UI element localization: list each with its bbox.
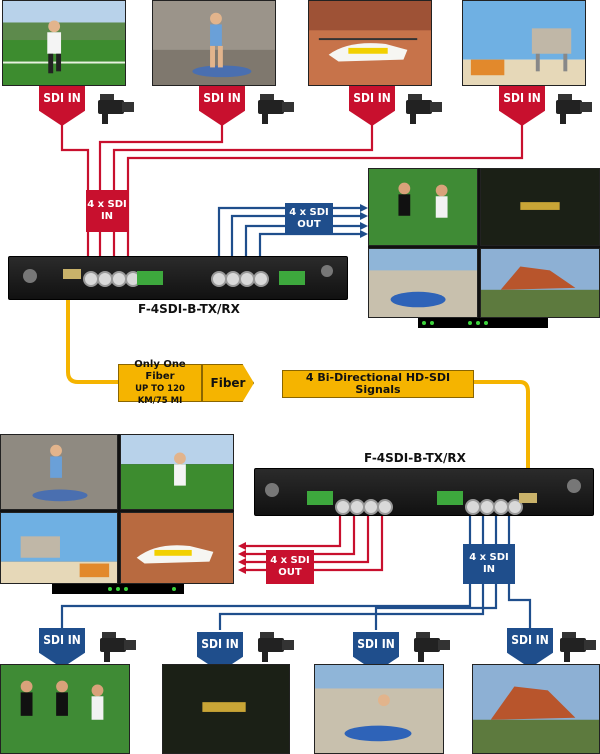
video-camera-icon xyxy=(100,632,136,662)
video-camera-icon xyxy=(414,632,450,662)
bundle-line: 4 x SDI xyxy=(270,555,310,566)
photo-soccer-boy xyxy=(2,0,126,86)
bnc-inputs xyxy=(83,267,149,287)
bottom-sdi-in-bundle: 4 x SDI IN xyxy=(463,544,515,584)
monitor-night-house xyxy=(480,168,600,246)
fiber-note-line1: Only One Fiber xyxy=(134,359,186,382)
fiber-label: Fiber xyxy=(202,364,254,402)
bundle-line: 4 x SDI xyxy=(469,552,509,563)
device-bottom-label: F-4SDI-B-TX/RX xyxy=(364,451,466,465)
monitor-bottom-bezel xyxy=(52,584,184,594)
led-icon xyxy=(430,321,434,325)
monitor-red-rocks xyxy=(480,248,600,318)
led-icon xyxy=(124,587,128,591)
led-icon xyxy=(172,587,176,591)
bundle-line: 4 x SDI xyxy=(289,207,329,218)
monitor-bodyboard xyxy=(368,248,478,318)
monitor-top-bezel xyxy=(418,318,548,328)
ground-screw-icon xyxy=(567,479,581,493)
bundle-line: OUT xyxy=(278,567,302,578)
monitor-soccer-boy xyxy=(120,434,234,510)
ground-screw-icon xyxy=(23,269,37,283)
photo-lifeguard-tower xyxy=(462,0,586,86)
photo-helicopter xyxy=(308,0,432,86)
led-icon xyxy=(116,587,120,591)
video-camera-icon xyxy=(556,94,592,124)
video-camera-icon xyxy=(406,94,442,124)
device-top-label: F-4SDI-B-TX/RX xyxy=(138,302,240,316)
terminal-block-icon xyxy=(437,491,463,505)
monitor-helicopter xyxy=(120,512,234,584)
fiber-port-icon xyxy=(63,269,81,279)
monitor-soccer xyxy=(368,168,478,246)
led-icon xyxy=(468,321,472,325)
ground-screw-icon xyxy=(265,483,279,497)
bundle-line: 4 x SDI xyxy=(87,199,127,210)
terminal-block-icon xyxy=(307,491,333,505)
led-icon xyxy=(422,321,426,325)
bottom-sdi-out-bundle: 4 x SDI OUT xyxy=(266,550,314,584)
video-camera-icon xyxy=(258,94,294,124)
top-sdi-in-bundle: 4 x SDI IN xyxy=(86,190,128,232)
terminal-block-icon xyxy=(279,271,305,285)
led-icon xyxy=(476,321,480,325)
bnc-inputs xyxy=(465,499,531,519)
bundle-line: IN xyxy=(482,564,496,575)
photo-soccer-kids xyxy=(0,664,130,754)
photo-red-rocks xyxy=(472,664,600,754)
ground-screw-icon xyxy=(321,265,333,277)
video-camera-icon xyxy=(560,632,596,662)
photo-skimboard-boy xyxy=(152,0,276,86)
red-cable-4 xyxy=(126,120,524,262)
fiber-cable xyxy=(66,300,530,468)
monitor-lifeguard xyxy=(0,512,118,584)
video-camera-icon xyxy=(258,632,294,662)
red-cable-1 xyxy=(60,120,90,262)
fiber-note: Only One Fiber UP TO 120 KM/75 MI xyxy=(118,359,202,406)
bnc-outputs xyxy=(211,267,277,287)
top-sdi-out-bundle: 4 x SDI OUT xyxy=(285,203,333,235)
bnc-outputs xyxy=(335,499,401,519)
monitor-bottom xyxy=(0,434,234,584)
fiber-port-icon xyxy=(519,493,537,503)
video-camera-icon xyxy=(98,94,134,124)
monitor-skimboard xyxy=(0,434,118,510)
red-out-1 xyxy=(246,512,342,548)
device-bottom xyxy=(254,468,594,516)
monitor-top xyxy=(368,168,600,318)
bundle-line: OUT xyxy=(297,219,321,230)
signals-label: 4 Bi-Directional HD-SDI Signals xyxy=(282,370,474,398)
fiber-note-line2: UP TO 120 KM/75 MI xyxy=(135,384,185,406)
photo-bodyboard xyxy=(314,664,444,754)
photo-night-house xyxy=(162,664,290,754)
led-icon xyxy=(484,321,488,325)
bundle-line: IN xyxy=(100,211,114,222)
device-top xyxy=(8,256,348,300)
led-icon xyxy=(108,587,112,591)
terminal-block-icon xyxy=(137,271,163,285)
